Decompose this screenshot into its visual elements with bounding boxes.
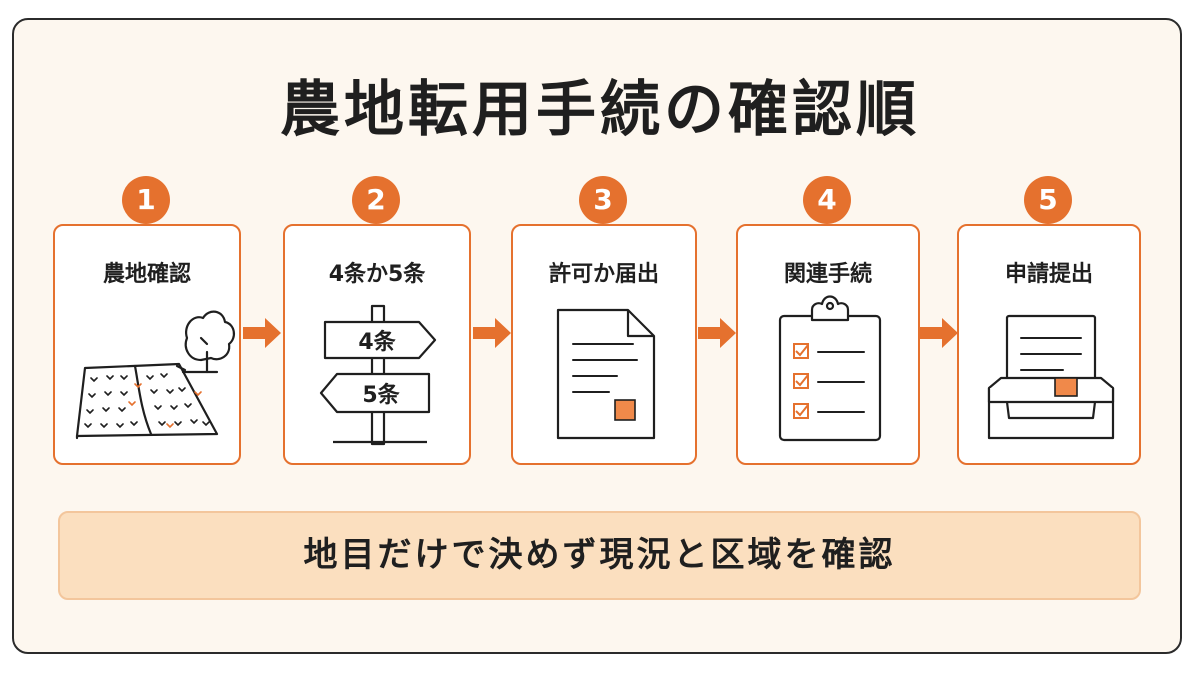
note-banner: 地目だけで決めず現況と区域を確認	[58, 511, 1141, 600]
sign-bottom-label: 5条	[362, 382, 400, 408]
step-5-badge: 5	[1024, 176, 1072, 224]
step-4-badge: 4	[803, 176, 851, 224]
step-3-badge: 3	[579, 176, 627, 224]
page-title: 農地転用手続の確認順	[280, 75, 920, 145]
document-icon	[556, 308, 656, 440]
step-1-card: 農地確認	[53, 224, 241, 465]
arrow-4-5-icon	[920, 318, 958, 348]
step-4-label: 関連手続	[783, 262, 872, 287]
arrow-2-3-icon	[473, 318, 511, 348]
step-2-badge: 2	[352, 176, 400, 224]
sign-top-label: 4条	[358, 329, 396, 355]
step-2-label: 4条か5条	[328, 262, 426, 287]
step-5-label: 申請提出	[1004, 262, 1093, 287]
farmland-tree-icon	[75, 310, 235, 440]
step-2-card: 4条か5条 4条 5条	[283, 224, 471, 465]
step-3-label: 許可か届出	[548, 262, 659, 287]
arrow-3-4-icon	[698, 318, 736, 348]
step-1-label: 農地確認	[102, 262, 191, 287]
step-3-card: 許可か届出	[511, 224, 697, 465]
inbox-tray-icon	[987, 314, 1115, 440]
signpost-icon: 4条 5条	[319, 304, 437, 446]
clipboard-checklist-icon	[778, 295, 882, 442]
step-5-card: 申請提出	[957, 224, 1141, 465]
arrow-1-2-icon	[243, 318, 281, 348]
step-4-card: 関連手続	[736, 224, 920, 465]
step-1-badge: 1	[122, 176, 170, 224]
